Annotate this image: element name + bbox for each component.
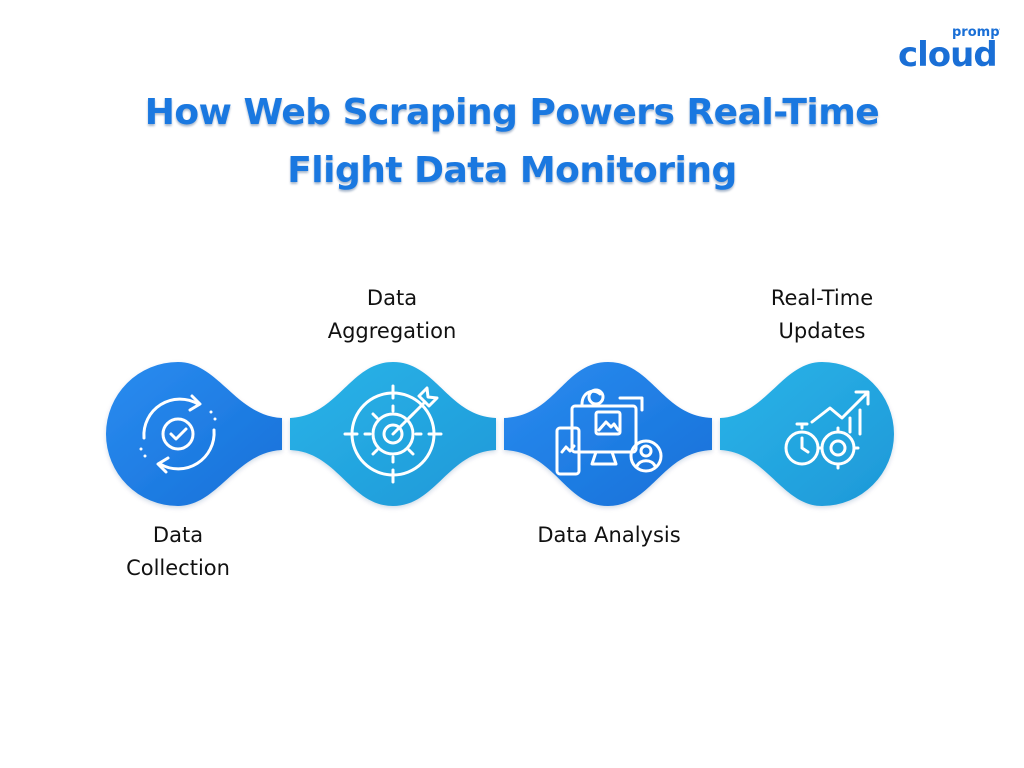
label-data-analysis: Data Analysis	[499, 519, 719, 552]
label-real-time-updates-line-2: Updates	[778, 319, 866, 343]
logo-main-text: cloud	[898, 35, 997, 72]
stopwatch-gear-growth-icon	[784, 390, 870, 470]
label-real-time-updates: Real-Time Updates	[712, 282, 932, 348]
label-data-collection-line-2: Collection	[126, 556, 230, 580]
page-title: How Web Scraping Powers Real-Time Flight…	[0, 84, 1024, 200]
prompt-cloud-logo: prompt cloud	[898, 25, 1000, 72]
title-line-2: Flight Data Monitoring	[287, 150, 737, 191]
label-real-time-updates-line-1: Real-Time	[770, 286, 874, 310]
devices-analytics-icon	[555, 388, 663, 476]
refresh-check-icon	[139, 394, 217, 474]
target-gear-arrow-icon	[343, 384, 443, 484]
title-line-1: How Web Scraping Powers Real-Time	[144, 92, 880, 133]
label-data-analysis-line-1: Data Analysis	[537, 523, 681, 547]
label-data-aggregation-line-1: Data	[366, 286, 418, 310]
label-data-collection-line-1: Data	[152, 523, 204, 547]
logo-top-text: prompt	[952, 25, 1000, 40]
label-data-collection: Data Collection	[68, 519, 288, 585]
label-data-aggregation-line-2: Aggregation	[327, 319, 457, 343]
label-data-aggregation: Data Aggregation	[282, 282, 502, 348]
